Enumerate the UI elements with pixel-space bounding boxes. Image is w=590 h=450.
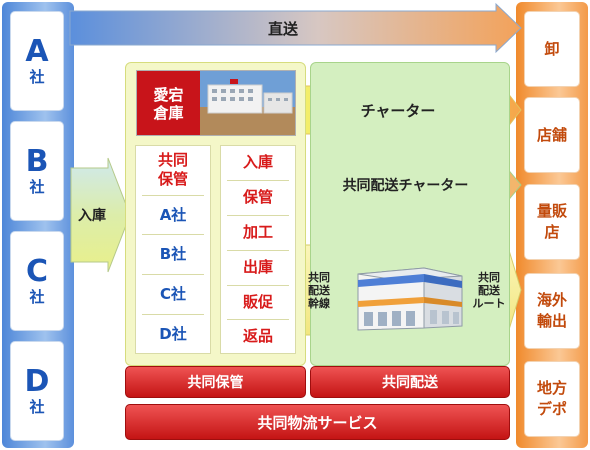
trunk-line-label: 共同 配送 幹線: [308, 270, 330, 310]
company-suffix: 社: [29, 288, 45, 306]
company-d-box: D 社: [10, 341, 64, 441]
shared-logistics-service-bar: 共同物流サービス: [125, 404, 510, 440]
direct-label: 直送: [267, 19, 298, 38]
process-item: 保管: [242, 188, 273, 206]
client-item: A社: [159, 205, 187, 224]
client-item: C社: [159, 285, 186, 303]
inbound-arrow: [70, 157, 131, 273]
process-item: 返品: [242, 327, 273, 345]
process-item: 入庫: [242, 153, 273, 171]
warehouse-building-image: [200, 71, 295, 135]
company-suffix: 社: [29, 178, 45, 196]
destination-export: 海外 輸出: [524, 273, 580, 349]
client-item: B社: [159, 245, 187, 263]
divider: [227, 215, 289, 216]
company-letter: B: [25, 144, 49, 179]
client-list-card: [135, 145, 211, 354]
destination-mass-retailer: 量販 店: [524, 184, 580, 260]
distribution-center-icon: [357, 267, 463, 331]
shared-storage-bar: 共同保管: [125, 366, 306, 398]
client-item: D社: [159, 325, 187, 343]
warehouse-name: 愛宕 倉庫: [153, 86, 184, 122]
company-suffix: 社: [29, 68, 45, 86]
company-a-box: A 社: [10, 11, 64, 111]
divider: [142, 234, 204, 235]
divider: [142, 195, 204, 196]
warehouse-photo: 愛宕 倉庫: [136, 70, 296, 136]
process-item: 加工: [242, 223, 273, 241]
company-letter: D: [24, 364, 50, 399]
divider: [142, 274, 204, 275]
direct-arrow: [69, 2, 522, 54]
destination-store: 店舗: [524, 97, 580, 173]
company-letter: A: [25, 34, 49, 69]
shared-charter-label: 共同配送チャーター: [342, 178, 469, 194]
inbound-label: 入庫: [78, 208, 106, 224]
divider: [227, 250, 289, 251]
divider: [227, 180, 289, 181]
warehouse-label-block: [137, 71, 200, 135]
destination-wholesale: 卸: [524, 11, 580, 87]
shared-delivery-bar: 共同配送: [310, 366, 510, 398]
charter-label: チャーター: [360, 101, 436, 120]
divider: [227, 285, 289, 286]
process-item: 販促: [242, 292, 273, 311]
company-letter: C: [25, 254, 49, 289]
destination-regional-depot: 地方 デポ: [524, 361, 580, 437]
company-c-box: C 社: [10, 231, 64, 331]
company-b-box: B 社: [10, 121, 64, 221]
shared-storage-title: 共同 保管: [157, 151, 188, 188]
divider: [142, 314, 204, 315]
process-item: 出庫: [242, 258, 273, 276]
divider: [227, 319, 289, 320]
company-suffix: 社: [29, 398, 45, 416]
route-label: 共同 配送 ルート: [472, 270, 506, 310]
